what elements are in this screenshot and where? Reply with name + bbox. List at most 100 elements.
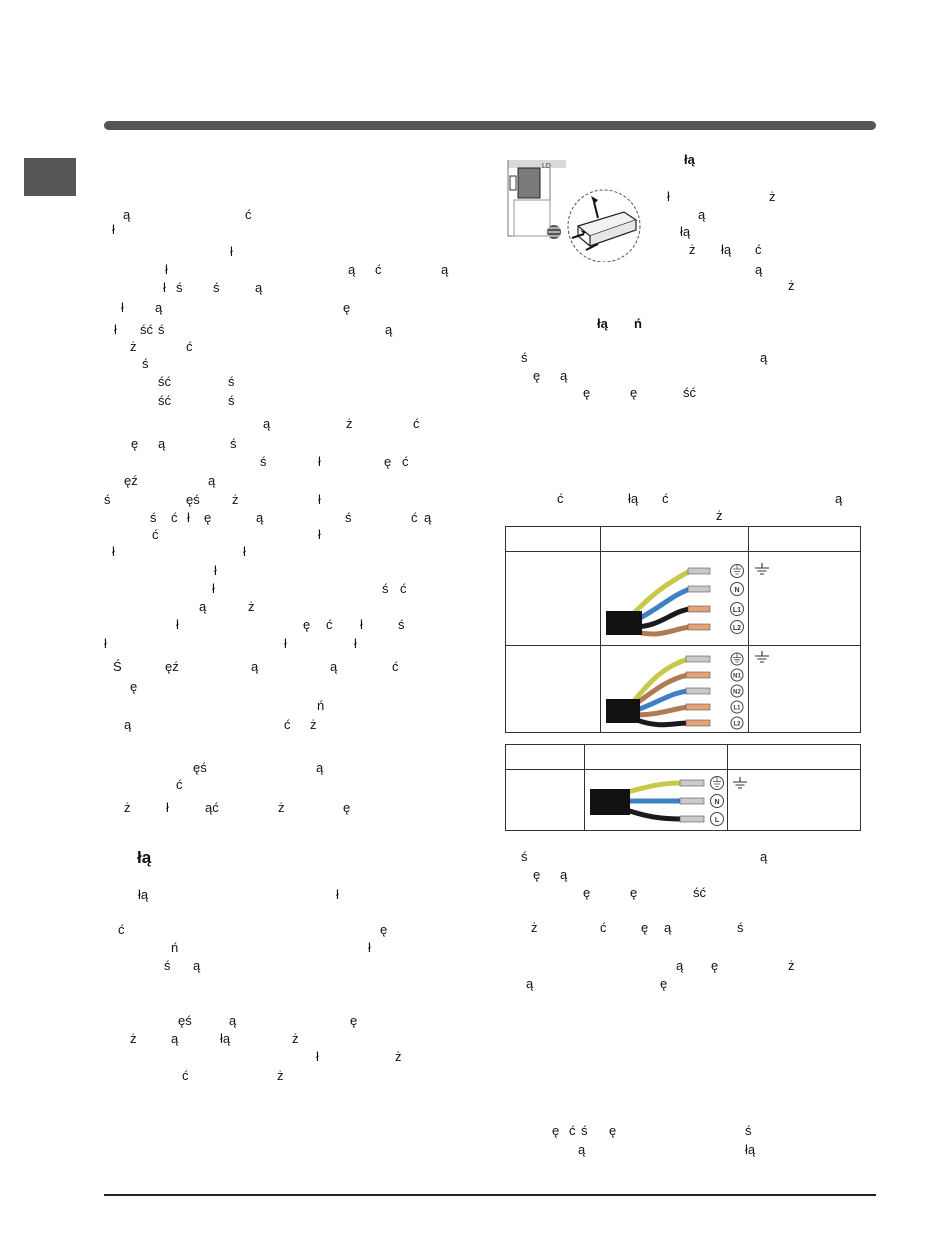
glyph: ę (204, 510, 212, 525)
glyph: ć (569, 1123, 576, 1138)
glyph: ą (560, 867, 568, 882)
glyph: łą (138, 887, 149, 902)
glyph: ś (521, 849, 528, 864)
glyph: ą (330, 659, 338, 674)
glyph: łą (745, 1142, 756, 1157)
ground-icon (733, 777, 747, 789)
language-tab (24, 158, 76, 196)
glyph: ę (131, 436, 139, 451)
glyph: łą (721, 242, 732, 257)
terminal-label: N2 (733, 690, 741, 696)
glyph: ł (318, 527, 321, 542)
glyph: ść (140, 322, 153, 337)
glyph: ą (441, 262, 449, 277)
glyph: ł (284, 636, 287, 651)
glyph: ć (600, 920, 607, 935)
glyph: ę (533, 368, 541, 383)
glyph: ść (693, 885, 706, 900)
glyph: ż (346, 416, 353, 431)
terminal-label: N1 (733, 674, 741, 680)
glyph: ż (788, 278, 795, 293)
glyph: ą (424, 510, 432, 525)
glyph: ł (316, 1049, 319, 1064)
glyph: ą (664, 920, 672, 935)
glyph: ą (256, 510, 264, 525)
glyph: ł (214, 563, 217, 578)
glyph: ą (698, 207, 706, 222)
glyph: ą (760, 849, 768, 864)
glyph: łą (220, 1031, 231, 1046)
section-heading: łą (684, 152, 695, 167)
glyph: ż (292, 1031, 299, 1046)
glyph: ż (248, 599, 255, 614)
glyph: ż (278, 800, 285, 815)
table-header-row (506, 745, 860, 770)
glyph: ę (552, 1123, 560, 1138)
glyph: ść (158, 374, 171, 389)
glyph: łą (628, 491, 639, 506)
footer-rule (104, 1194, 876, 1196)
glyph: ż (130, 1031, 137, 1046)
glyph: ż (531, 920, 538, 935)
glyph: ł (165, 262, 168, 277)
glyph: ć (375, 262, 382, 277)
section-heading: łą (597, 316, 608, 331)
table-column-divider (584, 745, 585, 830)
glyph: ć (392, 659, 399, 674)
glyph: ś (521, 350, 528, 365)
glyph: ąć (205, 800, 219, 815)
glyph: ę (343, 300, 351, 315)
glyph: ł (121, 300, 124, 315)
glyph: ł (318, 492, 321, 507)
glyph: ż (277, 1068, 284, 1083)
terminal-label: L1 (733, 607, 741, 614)
glyph: ż (788, 958, 795, 973)
glyph: ż (232, 492, 239, 507)
glyph: ęś (186, 492, 200, 507)
glyph: ż (130, 339, 137, 354)
glyph: ą (124, 717, 132, 732)
glyph: ś (164, 958, 171, 973)
glyph: ś (158, 322, 165, 337)
glyph: ą (578, 1142, 586, 1157)
glyph: ęź (124, 473, 138, 488)
glyph: ś (142, 356, 149, 371)
terminal-cover-photo: LD (506, 156, 652, 262)
glyph: ż (769, 189, 776, 204)
glyph: ęś (193, 760, 207, 775)
cable-single-phase-diagram: N L (590, 776, 724, 826)
glyph: ć (152, 527, 159, 542)
wiring-table-single-phase: N L (505, 744, 861, 831)
terminal-label: L1 (733, 706, 741, 712)
glyph: ż (716, 508, 723, 523)
glyph: łą (680, 224, 691, 239)
glyph: ą (123, 207, 131, 222)
glyph: ń (317, 698, 325, 713)
glyph: ł (336, 887, 339, 902)
glyph: ś (176, 280, 183, 295)
terminal-label: N (714, 799, 719, 806)
cable-3phase-diagram: N L1 L2 (606, 564, 744, 637)
glyph: ą (208, 473, 216, 488)
glyph: ł (166, 800, 169, 815)
glyph: ą (255, 280, 263, 295)
glyph: ę (583, 885, 591, 900)
glyph: ż (310, 717, 317, 732)
glyph: ą (760, 350, 768, 365)
svg-text:LD: LD (542, 163, 551, 170)
glyph: ą (193, 958, 201, 973)
glyph: ś (150, 510, 157, 525)
table-row-divider (506, 645, 860, 646)
wiring-table-multiphase: N L1 L2 N1 N2 L1 L2 (505, 526, 861, 733)
terminal-label: L2 (733, 625, 741, 632)
glyph: ł (368, 940, 371, 955)
glyph: ę (641, 920, 649, 935)
terminal-label: N (734, 587, 739, 594)
glyph: ą (316, 760, 324, 775)
glyph: ś (230, 436, 237, 451)
glyph: ł (176, 617, 179, 632)
glyph: ł (187, 510, 190, 525)
cable-multiphase-diagram: N1 N2 L1 L2 (606, 652, 744, 730)
glyph: ą (526, 976, 534, 991)
glyph: ę (630, 885, 638, 900)
